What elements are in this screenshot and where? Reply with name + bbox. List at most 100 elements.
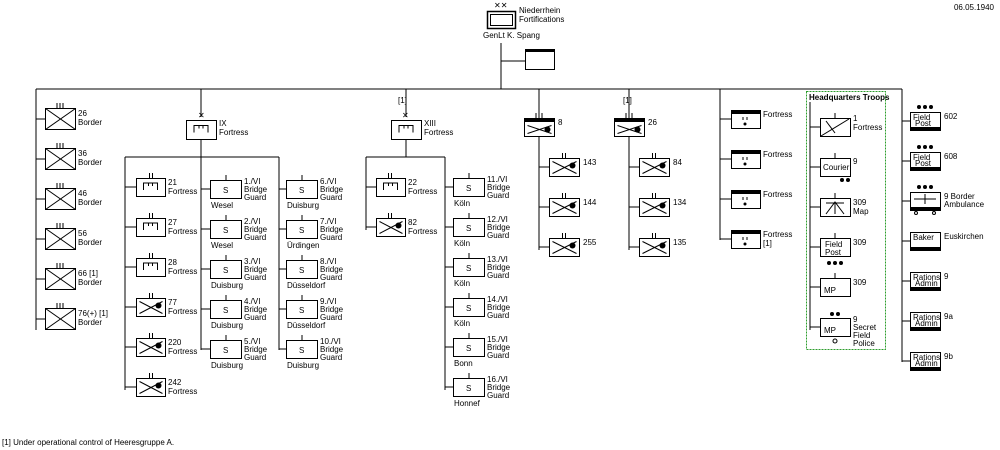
bridge-guard-box (453, 218, 485, 237)
bridge-guard-box (210, 340, 242, 359)
staff-box-bar (525, 49, 555, 52)
service-box-bar (910, 127, 941, 131)
dot-mark (839, 261, 843, 265)
service-box-text: Post (915, 159, 932, 168)
shovel-head (569, 202, 576, 209)
mp-secret-box (820, 318, 851, 337)
fortress-unit-box (136, 218, 166, 237)
hq-inner-box (490, 14, 513, 26)
hq-troops-title: Headquarters Troops (809, 93, 890, 102)
bridge-word: Guard (244, 353, 266, 362)
bridge-place: Düsseldorf (287, 281, 326, 290)
dot-mark (743, 242, 747, 246)
bridge-place: Wesel (211, 241, 233, 250)
dot-mark (929, 145, 933, 149)
bridge-number: 13./VI (487, 255, 508, 264)
bridge-guard-box (210, 300, 242, 319)
fortress-unit-label: Fortress (168, 347, 197, 356)
fortress-unit-label: Fortress (168, 187, 197, 196)
bridge-number: 6./VI (320, 177, 336, 186)
fortress-symbol (143, 222, 158, 230)
bridge-place: Duisburg (211, 321, 243, 330)
xiii-label: XIII (424, 119, 436, 128)
fortress-col-label: Fortress (763, 230, 792, 239)
bridge-word: Bridge (320, 305, 344, 314)
pioneer-hq-number: 8 (558, 118, 563, 127)
bridge-word: Bridge (487, 263, 511, 272)
dot-mark (743, 202, 747, 206)
service-number-line2: Ambulance (944, 200, 985, 209)
bridge-word: Guard (320, 353, 342, 362)
xiii-unit-label: Fortress (408, 227, 437, 236)
shovel-head (634, 126, 641, 133)
service-box-bar (910, 287, 941, 291)
bridge-guard-box (286, 260, 318, 279)
service-number: 608 (944, 152, 958, 161)
bridge-number: 14./VI (487, 295, 508, 304)
pioneer26-note: [1] (623, 96, 632, 105)
service-box-text: Baker (913, 233, 934, 242)
hq-box (486, 10, 517, 30)
bridge-number: 12./VI (487, 215, 508, 224)
dot-mark (833, 261, 837, 265)
pioneer-unit-number: 255 (583, 238, 597, 247)
bridge-s-letter: S (466, 304, 471, 313)
bridge-number: 5./VI (244, 337, 260, 346)
infantry-cross (45, 148, 76, 170)
infantry-cross (45, 108, 76, 130)
xiii-unit-label: Fortress (408, 187, 437, 196)
field-post-text: Field (825, 240, 842, 249)
service-number: 9b (944, 352, 953, 361)
fortress-symbol (143, 182, 158, 190)
border-unit-number: 66 [1] (78, 269, 98, 278)
bridge-word: Guard (487, 391, 509, 400)
fortress-unit-number: 220 (168, 338, 182, 347)
bridge-place: Duisburg (287, 201, 319, 210)
bridge-word: Guard (487, 191, 509, 200)
hq-name-line2: Fortifications (519, 15, 564, 24)
shovel-head (569, 242, 576, 249)
pioneer-hq-number: 26 (648, 118, 657, 127)
mp-text: MP (824, 286, 836, 295)
border-unit-number: 46 (78, 189, 87, 198)
border-unit-number: 56 (78, 229, 87, 238)
fortress-unit-label: Fortress (168, 387, 197, 396)
service-box-text: Post (915, 119, 932, 128)
bridge-guard-box (453, 178, 485, 197)
xiii-unit-number: 82 (408, 218, 417, 227)
shovel-head (659, 242, 666, 249)
border-unit-number: 76(+) [1] (78, 309, 108, 318)
service-box-text: Field (913, 153, 930, 162)
bridge-word: Guard (244, 273, 266, 282)
map-number: 309 (853, 198, 867, 207)
service-box-text: Rations (913, 313, 940, 322)
bridge-s-letter: S (223, 346, 228, 355)
dot-mark (830, 312, 834, 316)
fortress-hq-bar (731, 110, 761, 114)
bridge-guard-box (453, 258, 485, 277)
hq-name-line1: Niederrhein (519, 6, 560, 15)
dot-mark (846, 178, 850, 182)
service-number: 9 (944, 272, 949, 281)
bridge-word: Guard (244, 193, 266, 202)
date-label: 06.05.1940 (953, 3, 994, 12)
fortress-unit-box (136, 258, 166, 277)
pioneer-unit-number: 134 (673, 198, 687, 207)
fortress-unit-number: 21 (168, 178, 177, 187)
service-box-text: Field (913, 113, 930, 122)
bridge-word: Bridge (487, 223, 511, 232)
xiii-fortress-box (391, 120, 422, 140)
border-unit-label: Border (78, 238, 102, 247)
dot-mark (917, 105, 921, 109)
bridge-number: 4./VI (244, 297, 260, 306)
bridge-s-letter: S (466, 184, 471, 193)
ix-sublabel: Fortress (219, 128, 248, 137)
mp-secret-line: Secret (853, 323, 877, 332)
service-box-text: Rations (913, 273, 940, 282)
dot-mark (923, 145, 927, 149)
infantry-cross (45, 188, 76, 210)
fortress-symbol (193, 125, 209, 133)
signal-number: 1 (853, 114, 858, 123)
xiii-size-mark: ✕ (402, 111, 409, 120)
